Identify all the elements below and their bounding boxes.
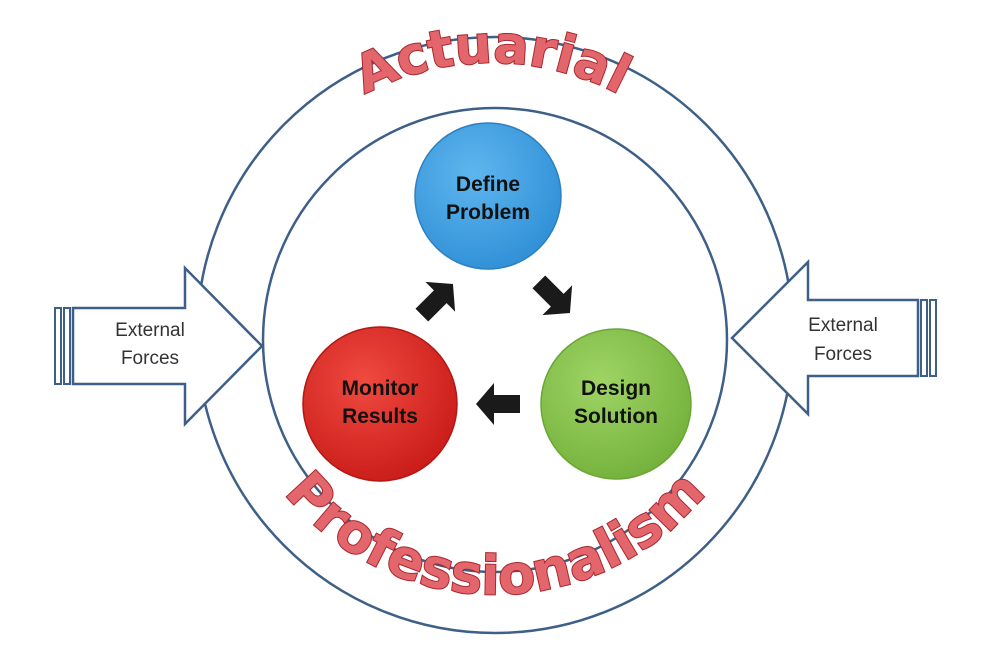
- external-forces-left-label-line2: Forces: [121, 348, 179, 369]
- svg-text:Results: Results: [342, 405, 418, 428]
- external-forces-left-arrow: External Forces: [54, 264, 264, 428]
- external-forces-left-label: External: [115, 320, 185, 341]
- svg-text:Solution: Solution: [574, 405, 658, 428]
- svg-text:Monitor: Monitor: [342, 377, 419, 400]
- node-monitor-results: Monitor Results: [302, 326, 458, 482]
- cycle-arrow-define-to-design: [532, 275, 573, 316]
- cycle-arrow-monitor-to-define: [415, 281, 456, 322]
- external-forces-right-label: External: [808, 315, 878, 336]
- cycle-arrow-design-to-monitor: [476, 383, 520, 425]
- external-forces-right-label-line2: Forces: [814, 344, 872, 365]
- svg-text:Define: Define: [456, 173, 520, 196]
- node-design-solution: Design Solution: [540, 328, 692, 480]
- node-define-problem: Define Problem: [414, 122, 562, 270]
- external-forces-right-arrow: External Forces: [730, 258, 937, 418]
- svg-text:Problem: Problem: [446, 201, 530, 224]
- svg-text:Design: Design: [581, 377, 651, 400]
